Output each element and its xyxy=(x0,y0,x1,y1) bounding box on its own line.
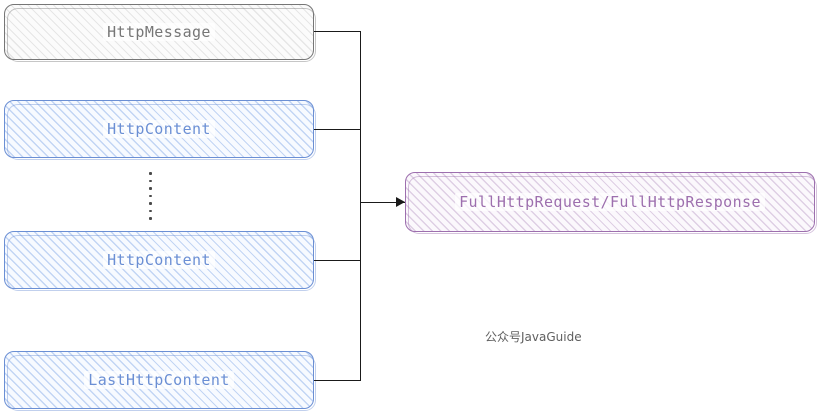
node-http-content-2-label: HttpContent xyxy=(103,251,215,269)
ellipsis-dot xyxy=(149,172,152,175)
edge-aggregate-arrow-line xyxy=(360,202,405,204)
ellipsis-dot xyxy=(149,217,152,220)
node-last-http-content-label: LastHttpContent xyxy=(84,371,234,389)
edge-stub-last-http-content xyxy=(314,380,361,382)
ellipsis-dot xyxy=(149,194,152,198)
ellipsis-dot xyxy=(149,202,152,205)
node-full-http-request-response-label: FullHttpRequest/FullHttpResponse xyxy=(455,193,765,211)
ellipsis-dot xyxy=(149,209,152,213)
node-http-message[interactable]: HttpMessage xyxy=(4,4,316,62)
node-full-http-request-response[interactable]: FullHttpRequest/FullHttpResponse xyxy=(405,172,817,234)
edge-trunk-vertical xyxy=(360,31,362,381)
vertical-ellipsis-icon xyxy=(148,172,153,220)
watermark-text: 公众号JavaGuide xyxy=(485,330,582,344)
edge-stub-http-content-1 xyxy=(314,129,361,131)
node-http-content-2[interactable]: HttpContent xyxy=(4,231,316,291)
edge-aggregate-arrow-head xyxy=(396,197,405,207)
node-last-http-content[interactable]: LastHttpContent xyxy=(4,351,316,411)
edge-stub-http-content-2 xyxy=(314,260,361,262)
node-http-content-1[interactable]: HttpContent xyxy=(4,100,316,160)
ellipsis-dot xyxy=(149,179,152,183)
node-http-content-1-label: HttpContent xyxy=(103,120,215,138)
edge-stub-http-message xyxy=(314,31,361,33)
ellipsis-dot xyxy=(149,187,152,190)
node-http-message-label: HttpMessage xyxy=(103,23,215,41)
